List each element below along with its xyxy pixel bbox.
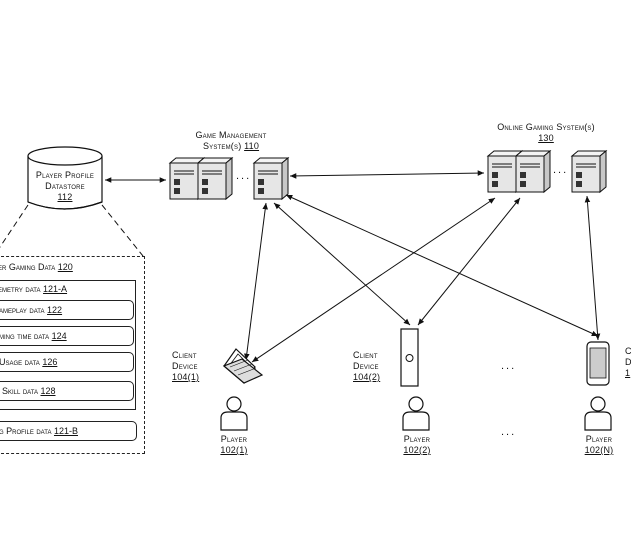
connection-arrows [105,170,601,363]
gaming-time-label: ming time data 124 [0,331,67,341]
online-gaming-label: Online Gaming System(s) 130 [497,122,595,143]
server-ellipsis-2: ... [553,164,569,176]
player-label-3: Player 102(N) [584,434,614,455]
gaming-data-header: er Gaming Data 120 [0,262,73,272]
gaming-profile-label: g Profile data 121-B [0,426,78,436]
telemetry-header: emetry data 121-A [0,284,68,294]
laptop-icon [222,348,264,384]
usage-data-label: Usage data 126 [0,357,58,367]
phone-icon [586,341,610,386]
skill-data-label: Skill data 128 [2,386,56,396]
callout-line-right [101,204,144,257]
server-ellipsis-1: ... [236,170,252,182]
datastore-label: Player Profile Datastore 112 [35,170,95,202]
person-icon-3 [584,396,612,431]
gameplay-data-label: ameplay data 122 [0,305,63,315]
console-icon [400,328,419,387]
client-device-label-1: Client Device 104(1) [172,350,200,382]
callout-line-left [0,204,29,248]
client-device-label-2: Client Device 104(2) [353,350,381,382]
gaming-time-item [0,326,134,346]
game-mgmt-label: Game Management System(s) 110 [195,130,267,151]
player-label-1: Player 102(1) [220,434,248,455]
client-device-label-3: C D 1 [625,346,631,378]
gaming-profile-item [0,421,137,441]
online-gaming-servers [487,150,607,193]
gameplay-data-item [0,300,134,320]
person-icon-2 [402,396,430,431]
person-icon-1 [220,396,248,431]
datastore-cylinder [27,146,103,210]
usage-data-item [0,352,134,372]
player-ellipsis: ... [501,426,517,438]
game-mgmt-servers [169,157,289,200]
device-ellipsis: ... [501,360,517,372]
skill-data-item [0,381,134,401]
player-label-2: Player 102(2) [403,434,431,455]
